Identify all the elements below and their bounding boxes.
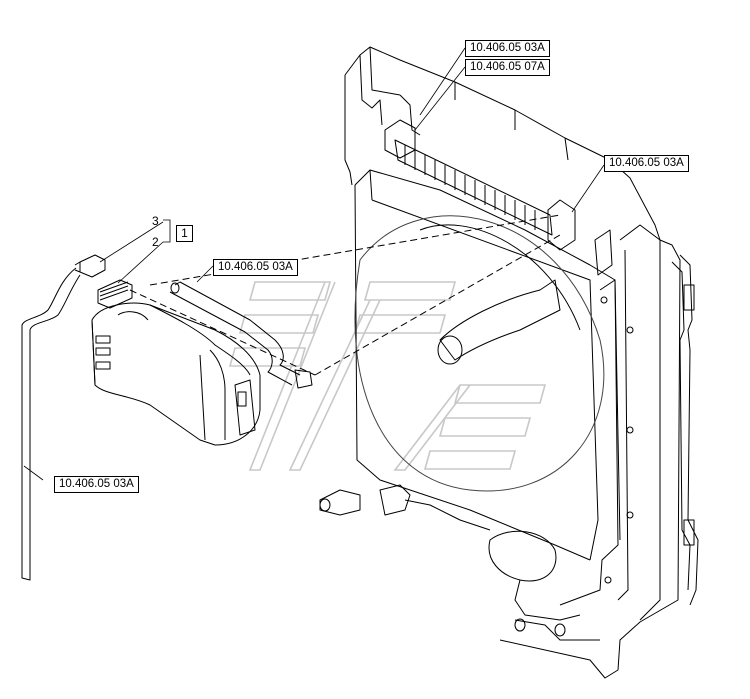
item-number-2: 2 (152, 235, 159, 249)
ref-callout-center[interactable]: 10.406.05 03A (213, 259, 298, 276)
ref-callout-top-1[interactable]: 10.406.05 03A (465, 40, 550, 57)
parts-linework (21, 46, 699, 679)
item-number-3: 3 (152, 214, 159, 228)
ref-callout-top-2[interactable]: 10.406.05 07A (465, 59, 550, 76)
ref-callout-right[interactable]: 10.406.05 03A (604, 155, 689, 172)
watermark-logo (228, 281, 547, 471)
callout-leaders (23, 47, 605, 481)
group-number-1[interactable]: 1 (176, 225, 193, 242)
ref-callout-bottom-left[interactable]: 10.406.05 03A (54, 476, 139, 493)
